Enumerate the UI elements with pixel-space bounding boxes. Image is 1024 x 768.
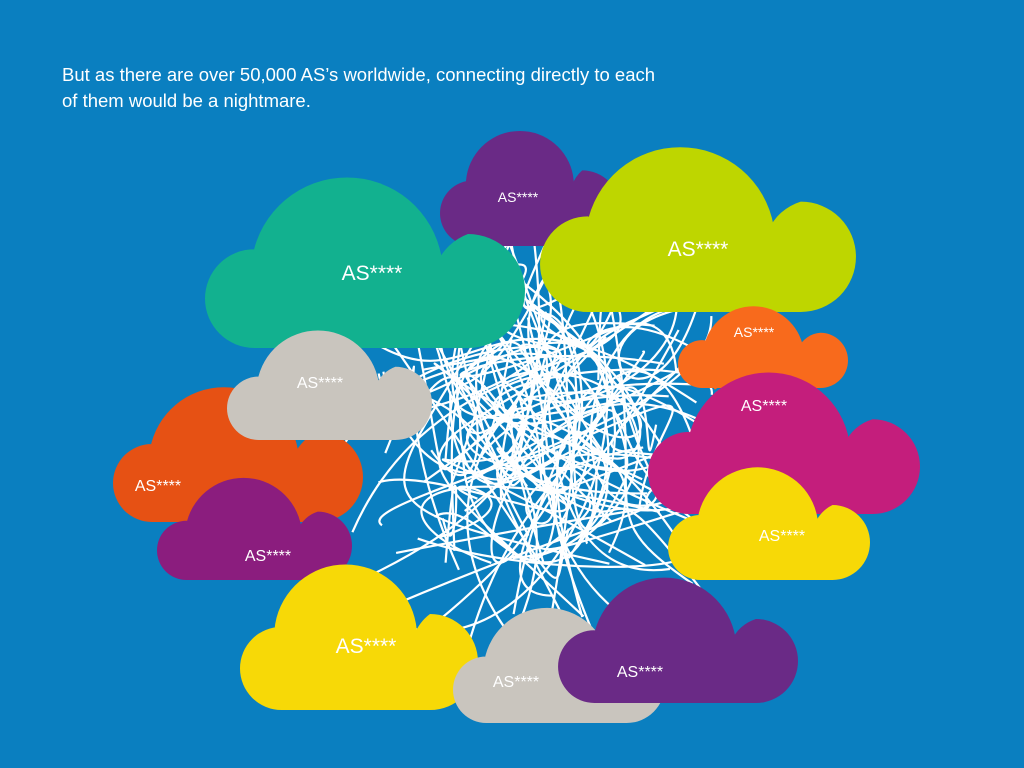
as-label: AS****	[759, 528, 805, 545]
interconnect-mesh	[334, 223, 756, 667]
as-label: AS****	[741, 398, 787, 415]
connection-line	[401, 282, 748, 487]
connection-line	[512, 370, 693, 615]
cloud-shape	[113, 387, 363, 522]
as-label: AS****	[245, 548, 291, 565]
as-label: AS****	[498, 189, 539, 205]
cloud-shape	[157, 477, 352, 580]
connection-line	[415, 337, 694, 471]
connection-line	[502, 373, 640, 538]
as-label: AS****	[734, 324, 775, 340]
cloud-teal: AS****	[205, 177, 525, 348]
cloud-grey-left: AS****	[227, 330, 432, 440]
connection-line	[403, 376, 479, 477]
connection-line	[437, 293, 673, 618]
connection-line	[425, 371, 581, 632]
slide-caption: But as there are over 50,000 AS’s worldw…	[62, 64, 656, 111]
connection-line	[464, 395, 599, 657]
as-label: AS****	[617, 664, 663, 681]
cloud-orange-left: AS****	[113, 387, 363, 522]
cloud-shape	[668, 467, 870, 580]
cloud-shape	[558, 577, 798, 703]
cloud-shape	[678, 306, 849, 390]
cloud-violet-left: AS****	[157, 477, 352, 580]
connection-line	[441, 447, 646, 567]
as-label: AS****	[297, 375, 343, 392]
cloud-purple-bottom: AS****	[558, 577, 798, 703]
connection-line	[596, 242, 694, 585]
connection-line	[433, 362, 643, 484]
connection-line	[441, 484, 458, 563]
cloud-shape	[440, 130, 620, 246]
as-label: AS****	[493, 674, 539, 691]
cloud-yellow-right: AS****	[668, 467, 870, 580]
connection-line	[617, 304, 699, 380]
connection-line	[374, 337, 698, 404]
connection-line	[395, 489, 653, 554]
connection-line	[538, 354, 671, 572]
cloud-purple-top: AS****	[440, 130, 620, 246]
as-label: AS****	[135, 478, 181, 495]
cloud-shape	[648, 372, 920, 514]
as-label: AS****	[336, 635, 397, 658]
cloud-orange-right: AS****	[678, 306, 849, 390]
cloud-group: AS**** AS**** AS**** AS**** AS**** AS**** AS**…	[113, 130, 920, 723]
connection-line	[370, 312, 570, 579]
connection-line	[475, 336, 530, 537]
connection-line	[498, 254, 545, 565]
connection-line	[581, 386, 658, 452]
connection-line	[563, 322, 678, 381]
connection-line	[440, 485, 493, 538]
connection-line	[403, 308, 610, 565]
cloud-shape	[240, 564, 478, 710]
connection-line	[368, 390, 548, 578]
connection-line	[519, 343, 610, 559]
connection-line	[545, 496, 688, 551]
cloud-shape	[205, 177, 525, 348]
cloud-magenta: AS****	[648, 372, 920, 514]
as-label: AS****	[342, 262, 403, 285]
cloud-shape	[540, 147, 856, 312]
cloud-lime: AS****	[540, 147, 856, 312]
as-label: AS****	[668, 238, 729, 261]
cloud-shape	[227, 330, 432, 440]
cloud-yellow-bottom: AS****	[240, 564, 478, 710]
